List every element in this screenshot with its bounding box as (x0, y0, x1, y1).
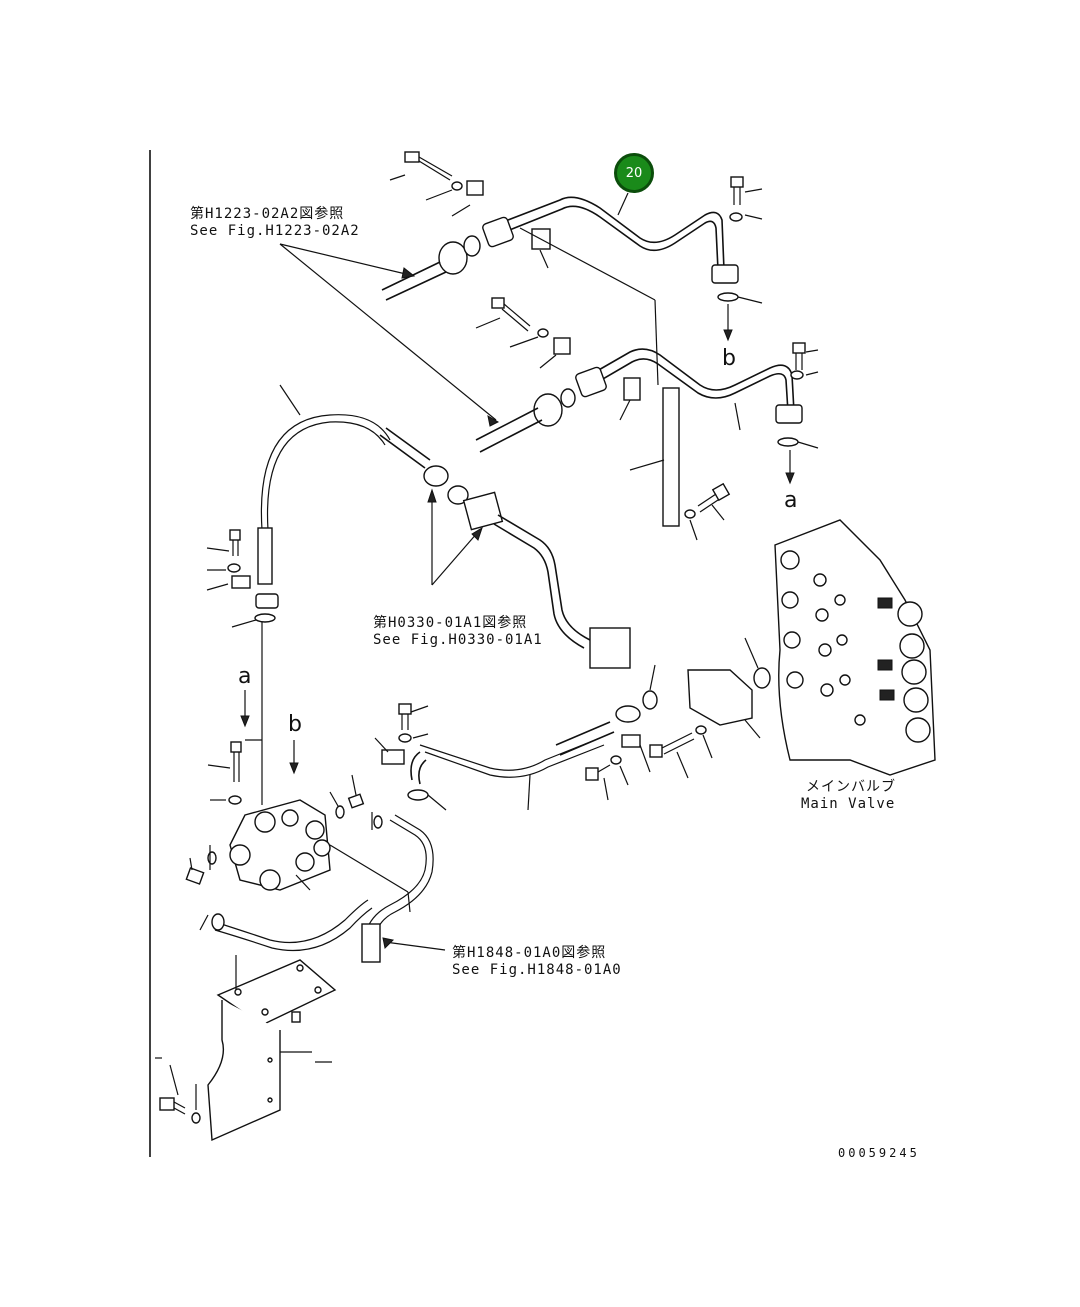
drawing-number: 00059245 (838, 1146, 920, 1160)
reference-label-h1848-jp: 第H1848-01A0図参照 (452, 945, 607, 961)
flange-icon (438, 235, 481, 275)
hydraulic-pipe-icon (482, 196, 739, 284)
washer-icon (425, 181, 463, 201)
hydraulic-pipe-icon (214, 814, 434, 952)
pilot-valve-icon (229, 799, 331, 891)
main-valve-icon (774, 519, 936, 776)
main-valve-label-jp: メインバルブ (806, 779, 896, 795)
hydraulic-pipe-icon (493, 514, 591, 649)
marker-a-top: a (784, 488, 798, 513)
mounting-bracket-icon (207, 959, 337, 1142)
hydraulic-pipe-icon (419, 737, 605, 778)
reference-label-h0330-jp: 第H0330-01A1図参照 (373, 615, 528, 631)
callout-item-20[interactable]: 20 (614, 153, 654, 193)
reference-label-h1848-en: See Fig.H1848-01A0 (452, 962, 622, 978)
marker-a-bottom: a (238, 664, 252, 689)
reference-label-h0330-en: See Fig.H0330-01A1 (373, 632, 543, 648)
bolt-icon (389, 151, 453, 181)
marker-b-bottom: b (288, 712, 302, 737)
marker-b-top: b (722, 346, 736, 371)
reference-label-h1223-en: See Fig.H1223-02A2 (190, 223, 360, 239)
reference-label-h1223-jp: 第H1223-02A2図参照 (190, 206, 345, 222)
hydraulic-pipe-icon (260, 414, 391, 531)
hydraulic-pipe-icon (575, 348, 803, 424)
main-valve-label-en: Main Valve (801, 796, 896, 812)
